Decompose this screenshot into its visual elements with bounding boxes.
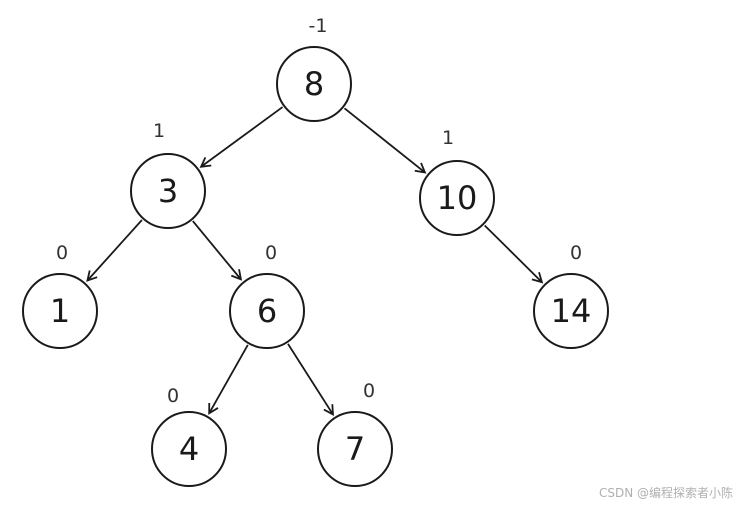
node-circle [533,273,609,349]
node-circle [419,160,495,236]
balance-factor-label: 0 [167,385,179,407]
edge-arrow [208,344,249,415]
tree-node: 8 -1 [276,15,352,122]
tree-node: 40 [151,385,227,487]
tree-node: 10 1 [419,127,495,236]
node-value: 10 [437,179,478,217]
balance-factor-label: 0 [363,380,375,402]
node-value: 4 [179,430,199,468]
node-value: 6 [257,292,277,330]
balance-factor-label: 1 [442,127,454,149]
balance-factor-label: -1 [309,15,328,37]
tree-node: 10 [22,242,98,349]
watermark: CSDN @编程探索者小陈 [598,486,733,500]
tree-node: 14 0 [533,242,609,349]
edge-arrow [192,220,243,281]
edge-arrow [86,219,143,282]
tree-node: 31 [130,120,206,229]
node-circle [151,411,227,487]
node-circle [130,153,206,229]
balance-factor-label: 0 [265,242,277,264]
edge-arrow [199,106,284,168]
node-value: 8 [304,65,324,103]
balance-factor-label: 0 [570,242,582,264]
edges-layer [86,106,544,416]
node-circle [229,273,305,349]
node-value: 3 [158,172,178,210]
node-circle [22,273,98,349]
edge-arrow [287,343,334,416]
balance-factor-label: 1 [153,120,165,142]
node-value: 14 [551,292,592,330]
edge-arrow [484,224,544,284]
edge-arrow [343,107,427,174]
node-value: 1 [50,292,70,330]
balance-factor-label: 0 [56,242,68,264]
node-circle [276,46,352,122]
tree-node: 60 [229,242,305,349]
tree-node: 70 [317,380,393,487]
node-value: 7 [345,430,365,468]
node-circle [317,411,393,487]
